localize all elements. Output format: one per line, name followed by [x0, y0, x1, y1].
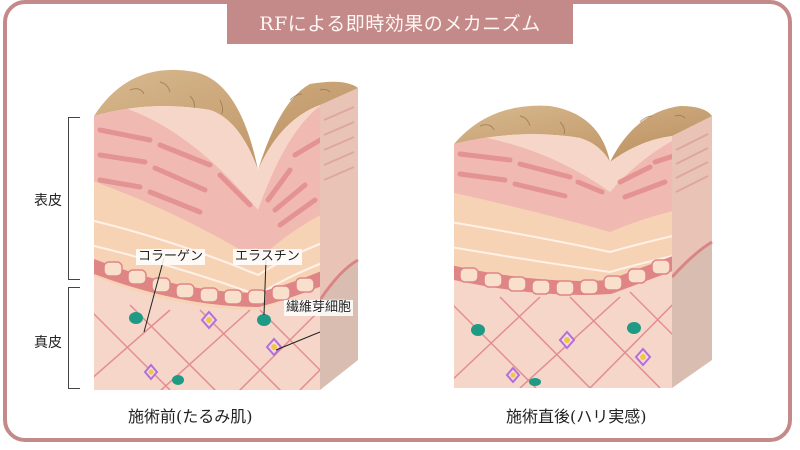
fibroblast-callout: 繊維芽細胞 [284, 300, 354, 316]
epidermis-label: 表皮 [34, 193, 62, 209]
title-banner: RFによる即時効果のメカニズム [227, 0, 573, 44]
skin-block-after [454, 105, 713, 389]
elastin-callout: エラスチン [233, 249, 302, 265]
caption-after: 施術直後(ハリ実感) [506, 407, 647, 426]
epidermis-bracket [68, 117, 80, 280]
caption-before: 施術前(たるみ肌) [128, 407, 253, 426]
dermis-label: 真皮 [34, 335, 62, 351]
collagen-callout: コラーゲン [136, 249, 206, 265]
elastin-dots [129, 312, 271, 385]
dermis-bracket [68, 287, 80, 389]
skin-block-before [94, 69, 359, 390]
diagram-title: RFによる即時効果のメカニズム [259, 12, 541, 35]
